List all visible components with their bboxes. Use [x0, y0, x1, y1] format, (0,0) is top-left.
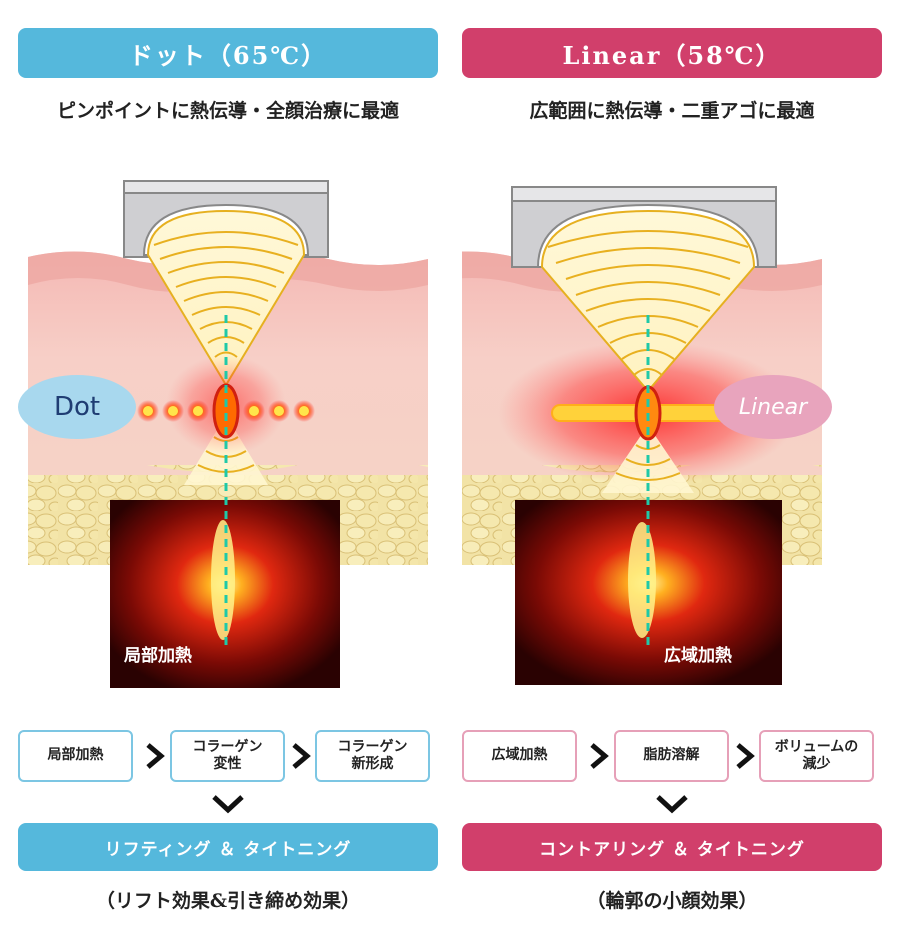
dot-column: ドット（65℃） ピンポイントに熱伝導・全顔治療に最適: [18, 0, 438, 940]
linear-title: Linear（58℃）: [562, 40, 782, 70]
dot-mode-pill: Dot: [18, 375, 136, 439]
dot-diagram: Dot 局部加熱: [18, 175, 438, 695]
dot-flow-step-2: コラーゲン 変性: [170, 730, 285, 782]
linear-flow: 広域加熱 脂肪溶解 ボリュームの 減少: [462, 730, 882, 784]
dot-flow-step-3: コラーゲン 新形成: [315, 730, 430, 782]
linear-mode-pill: Linear: [714, 375, 832, 439]
dot-flow-step-2-label: コラーゲン 変性: [192, 738, 263, 773]
linear-flow-step-1: 広域加熱: [462, 730, 577, 782]
chevron-right-icon: [736, 743, 755, 769]
linear-flow-step-1-label: 広域加熱: [491, 747, 548, 764]
linear-diagram: Linear 広域加熱: [462, 175, 882, 695]
dot-title-bar: ドット（65℃）: [18, 28, 438, 78]
linear-flow-step-3: ボリュームの 減少: [759, 730, 874, 782]
dot-flow-step-1: 局部加熱: [18, 730, 133, 782]
chevron-right-icon: [590, 743, 609, 769]
linear-title-bar: Linear（58℃）: [462, 28, 882, 78]
linear-result-label: コントアリング ＆ タイトニング: [539, 839, 805, 860]
linear-flow-step-3-label: ボリュームの 減少: [774, 738, 859, 773]
dot-mode-label: Dot: [53, 392, 101, 422]
linear-column: Linear（58℃） 広範囲に熱伝導・二重アゴに最適: [462, 0, 882, 940]
dot-flow-step-3-label: コラーゲン 新形成: [337, 738, 408, 773]
dot-result-label: リフティング ＆ タイトニング: [104, 839, 352, 860]
dot-flow-step-1-label: 局部加熱: [47, 747, 104, 764]
linear-effect: （輪郭の小顔効果）: [586, 890, 758, 912]
chevron-right-icon: [146, 743, 165, 769]
dot-subtitle: ピンポイントに熱伝導・全顔治療に最適: [56, 100, 399, 122]
chevron-down-icon: [656, 795, 688, 814]
linear-mode-label: Linear: [738, 394, 808, 420]
linear-skin-illustration: [462, 186, 822, 685]
linear-subtitle: 広範囲に熱伝導・二重アゴに最適: [529, 100, 815, 122]
linear-result-bar: コントアリング ＆ タイトニング: [462, 823, 882, 871]
chevron-right-icon: [292, 743, 311, 769]
linear-heat-label: 広域加熱: [664, 646, 732, 666]
dot-flow: 局部加熱 コラーゲン 変性 コラーゲン 新形成: [18, 730, 438, 784]
dot-effect: （リフト効果&引き締め効果）: [95, 890, 361, 912]
linear-flow-step-2-label: 脂肪溶解: [643, 747, 700, 764]
dot-title: ドット（65℃）: [128, 40, 328, 70]
chevron-down-icon: [212, 795, 244, 814]
dot-result-bar: リフティング ＆ タイトニング: [18, 823, 438, 871]
dot-heat-label: 局部加熱: [124, 646, 192, 666]
linear-flow-step-2: 脂肪溶解: [614, 730, 729, 782]
